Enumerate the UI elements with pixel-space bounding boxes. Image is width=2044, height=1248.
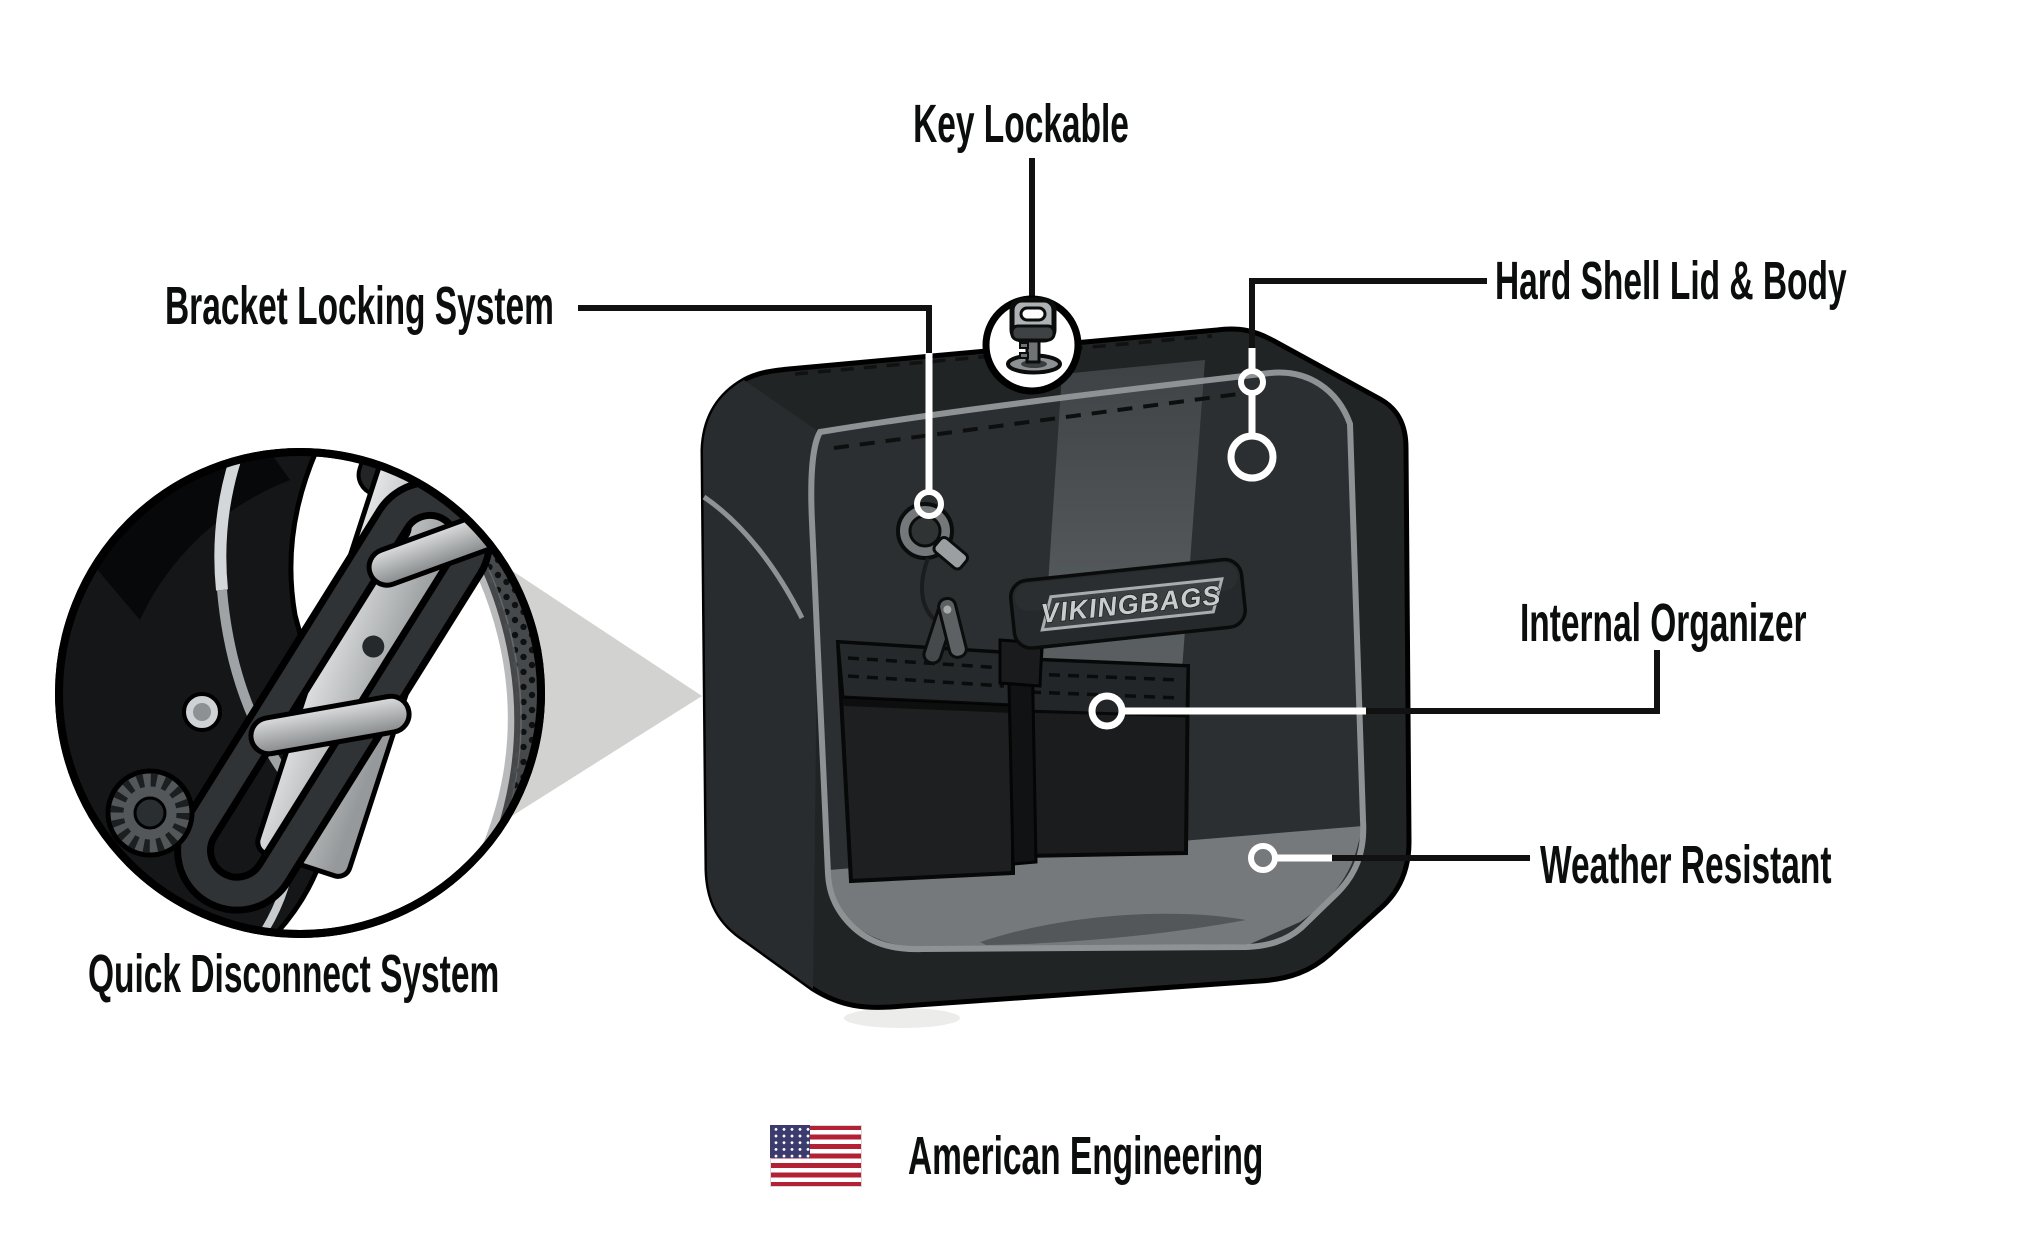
- us-flag-icon: [770, 1125, 862, 1187]
- bag-lid-window: [85, 452, 290, 620]
- key-lockable-marker: [982, 295, 1082, 395]
- label-weather-resistant: Weather Resistant: [1540, 835, 1832, 895]
- saddlebag-illustration: VIKINGBAGS: [700, 326, 1412, 1028]
- knurled-knob: [105, 768, 195, 858]
- bag-lock: [896, 502, 969, 665]
- label-key-lockable: Key Lockable: [913, 94, 1129, 154]
- floor-shadow: [980, 913, 1246, 945]
- hard-shell-lid-ring: [1238, 368, 1266, 396]
- interior-rim: [808, 369, 1367, 953]
- bracket-locking-line: [578, 305, 932, 353]
- rim-stitch-line: [833, 388, 1269, 450]
- hard-shell-line: [1249, 278, 1487, 348]
- label-internal-organizer: Internal Organizer: [1520, 593, 1807, 653]
- ground-highlight: [844, 1008, 960, 1028]
- interior-floor: [829, 826, 1363, 947]
- label-quick-disconnect-system: Quick Disconnect System: [88, 944, 500, 1004]
- bracket-locking-ring: [914, 489, 944, 519]
- callout-markers-white: [914, 348, 1366, 873]
- mount-bolt: [182, 692, 222, 732]
- lid-seam-left: [702, 494, 805, 620]
- hanging-key-2: [937, 596, 968, 659]
- hard-shell-body-ring: [1227, 432, 1277, 482]
- label-hard-shell-lid-body: Hard Shell Lid & Body: [1495, 251, 1847, 311]
- internal-organizer-ring: [1088, 692, 1126, 730]
- brand-badge: VIKINGBAGS: [1009, 557, 1247, 650]
- internal-organizer-line: [1366, 650, 1660, 714]
- bag-left-face: [703, 380, 818, 989]
- weather-resistant-ring: [1248, 843, 1278, 873]
- key-icon: [1006, 297, 1062, 375]
- key-ring: [920, 557, 940, 624]
- callout-lines-black: [578, 158, 1660, 861]
- mount-pin-middle: [248, 693, 412, 757]
- label-american-engineering: American Engineering: [908, 1126, 1264, 1186]
- internal-organizer-pockets: [835, 638, 1191, 884]
- label-bracket-locking-system: Bracket Locking System: [165, 276, 554, 336]
